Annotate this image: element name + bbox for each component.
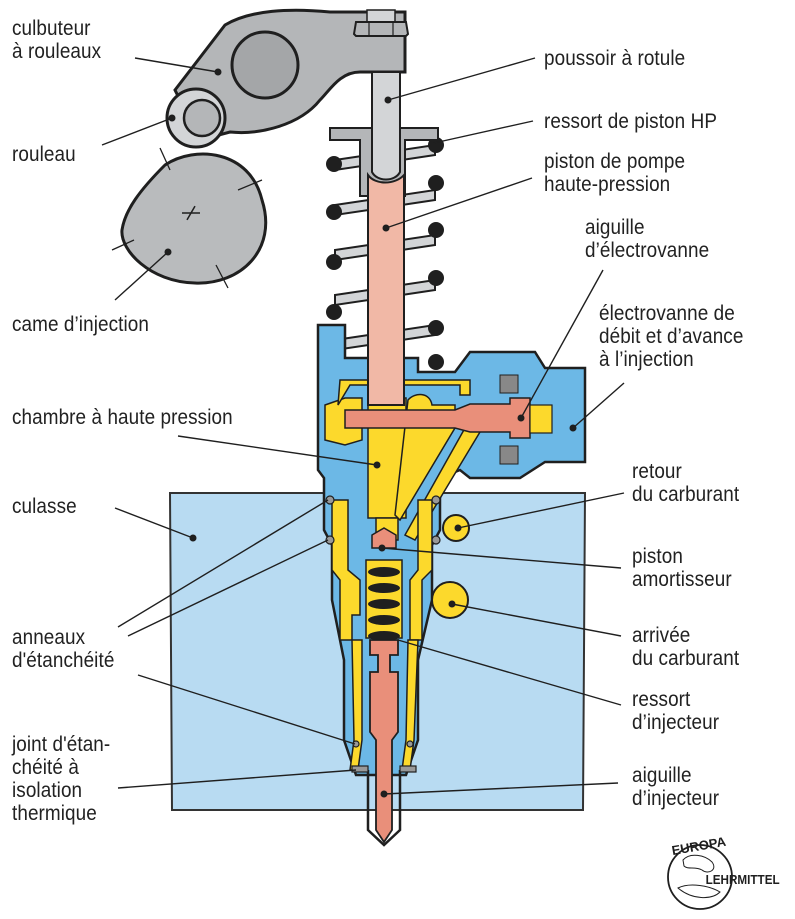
logo-right-text: LEHRMITTEL	[706, 872, 780, 887]
label-hp-pump-piston: piston de pompe haute-pression	[544, 150, 686, 196]
ball-tappet	[371, 71, 401, 181]
label-hp-piston-spring: ressort de piston HP	[544, 110, 718, 133]
label-fuel-return: retour du carburant	[632, 460, 740, 506]
fuel-inlet-port	[431, 581, 469, 619]
nozzle-body	[366, 770, 402, 847]
solenoid-valve-needle	[344, 374, 553, 465]
label-injector-spring: ressort d’injecteur	[632, 688, 720, 734]
injector-spring	[368, 567, 400, 641]
roller	[165, 87, 227, 149]
label-solenoid-valve: électrovanne de débit et d’avance à l’in…	[599, 302, 744, 371]
injection-cam	[111, 147, 268, 289]
adjusting-nut	[352, 9, 410, 37]
europa-lehrmittel-logo: EUROPA LEHRMITTEL	[667, 834, 780, 910]
label-thermal-seal: joint d'étan- chéité à isolation thermiq…	[12, 733, 111, 825]
label-solenoid-needle: aiguille d’électrovanne	[585, 216, 710, 262]
label-ball-tappet: poussoir à rotule	[544, 47, 686, 70]
label-damping-piston: piston amortisseur	[632, 545, 732, 591]
label-hp-chamber: chambre à haute pression	[12, 406, 233, 429]
damping-piston	[371, 527, 397, 549]
sealing-rings	[325, 495, 441, 773]
roller-rocker-arm	[173, 8, 407, 142]
leader-lines	[101, 57, 625, 798]
label-injection-cam: came d’injection	[12, 313, 149, 336]
hp-pump-piston	[367, 171, 405, 406]
label-roller: rouleau	[12, 143, 76, 166]
label-fuel-inlet: arrivée du carburant	[632, 624, 740, 670]
label-sealing-rings: anneaux d'étanchéité	[12, 626, 115, 672]
label-roller-rocker: culbuteur à rouleaux	[12, 17, 102, 63]
injector-needle	[369, 639, 399, 844]
label-cylinder-head: culasse	[12, 495, 77, 518]
label-injector-needle: aiguille d’injecteur	[632, 764, 720, 810]
